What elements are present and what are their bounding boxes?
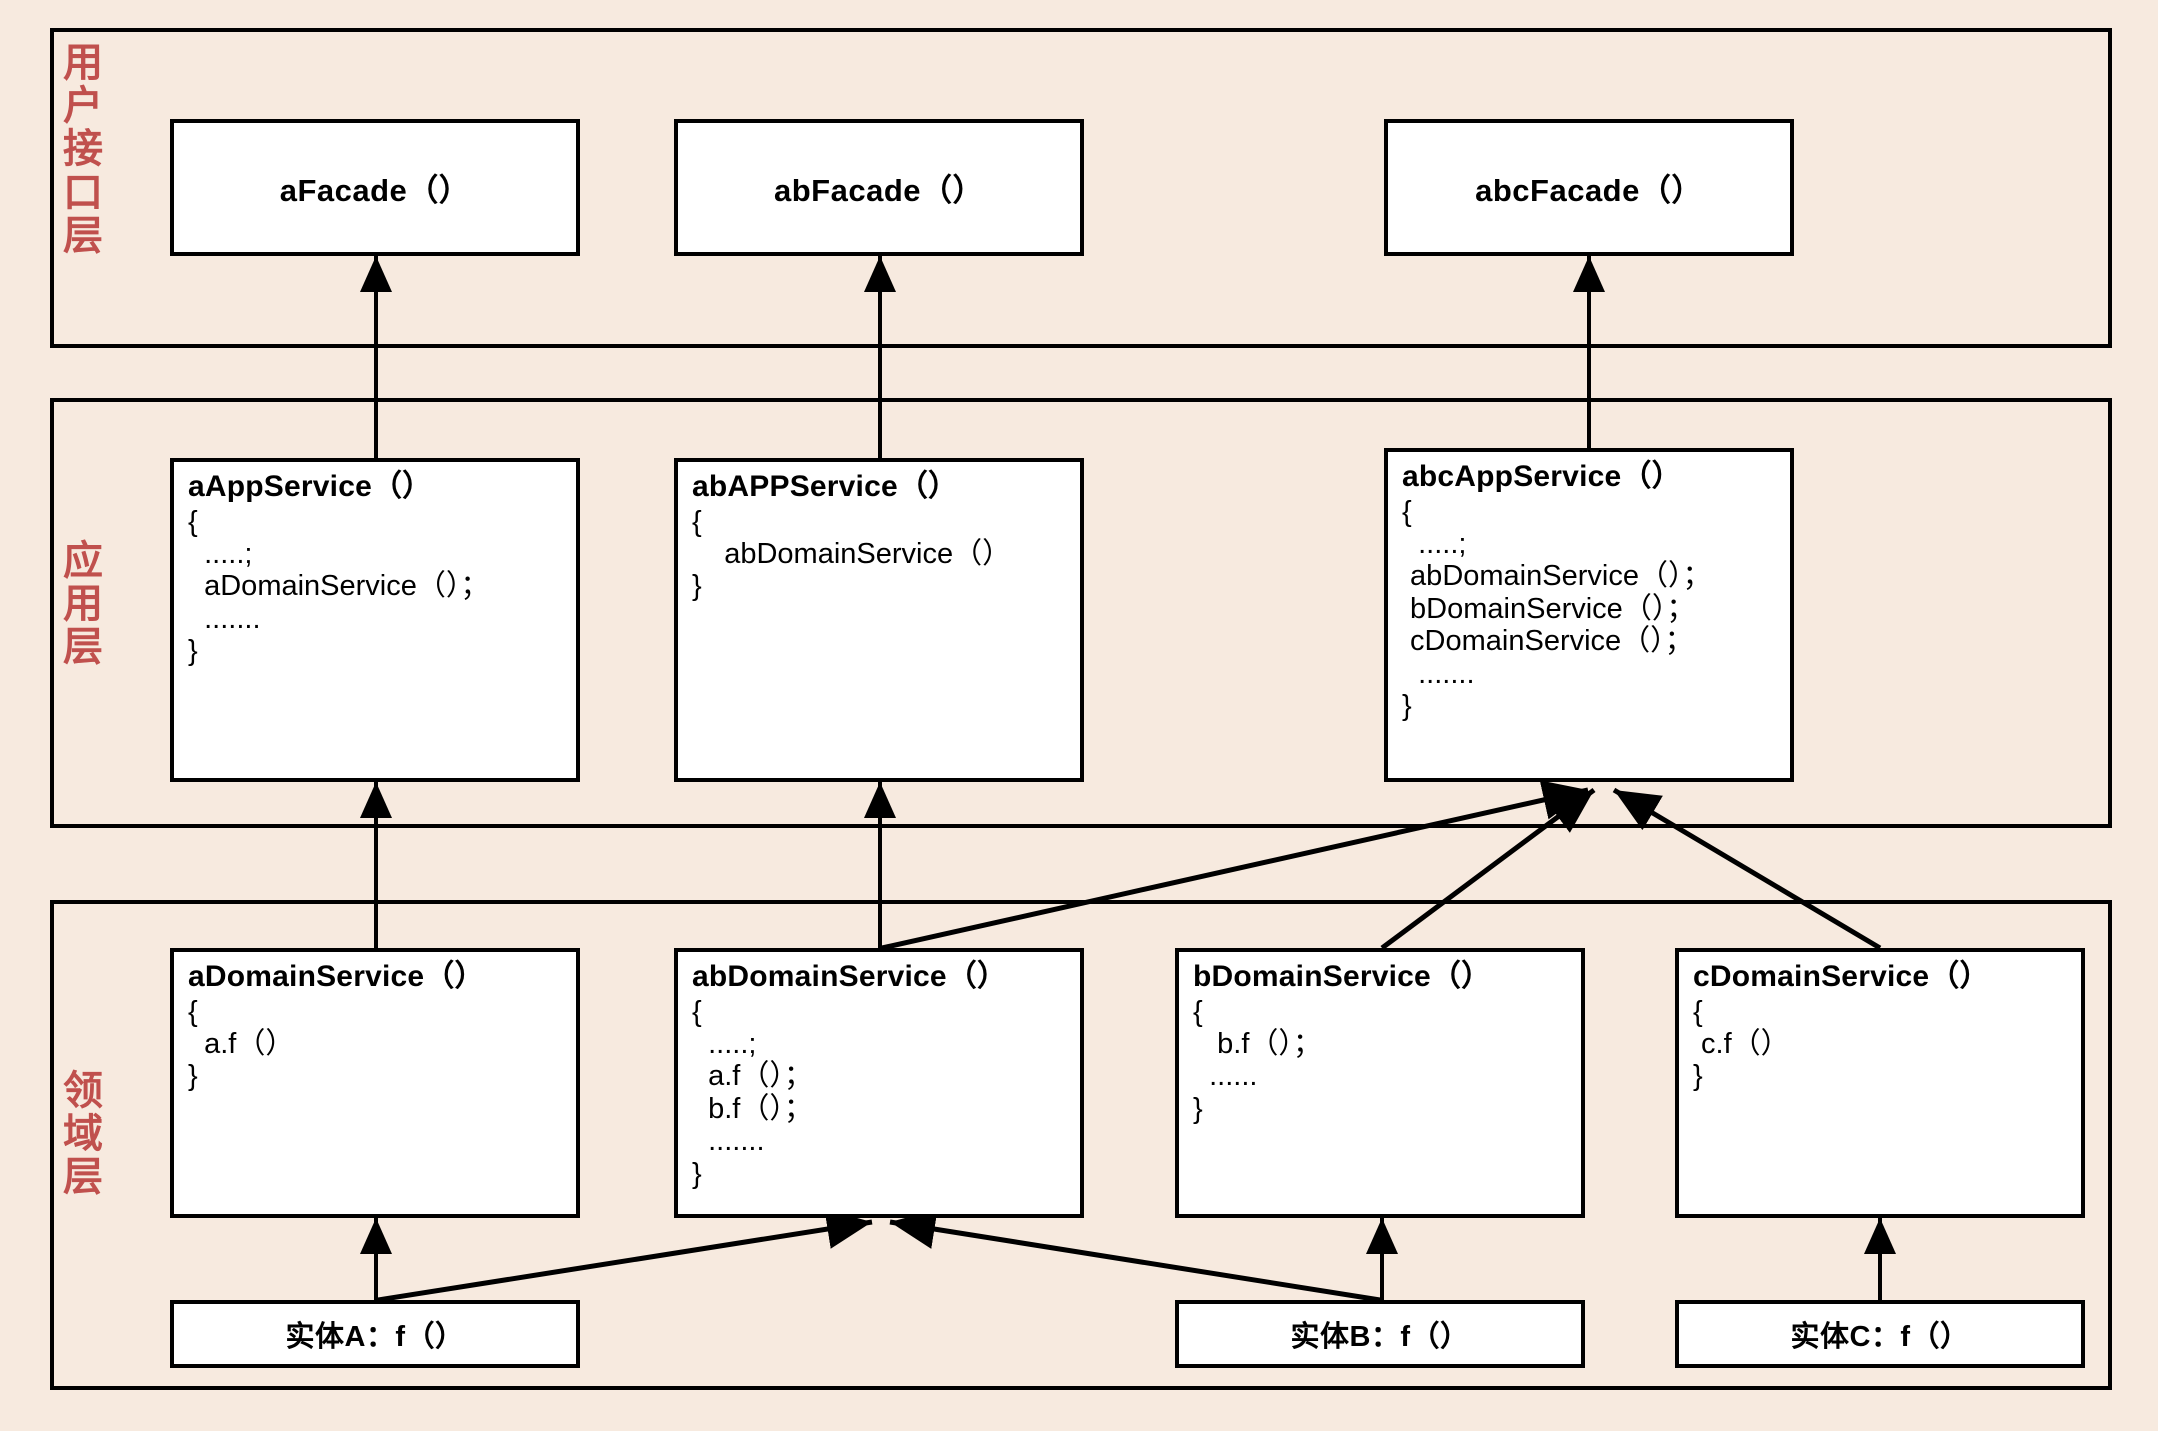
node-cDomainService[interactable]: cDomainService（） { c.f（）} <box>1675 948 2085 1218</box>
aAppService-title: aAppService（） <box>188 470 433 503</box>
code-line: abDomainService（） <box>692 537 1012 570</box>
code-line: .....; <box>1402 527 1467 560</box>
node-bDomainService[interactable]: bDomainService（） { b.f（）； ......} <box>1175 948 1585 1218</box>
code-line: { <box>1693 995 1703 1028</box>
cDomainService-body: { c.f（）} <box>1693 996 2069 1093</box>
node-aDomainService[interactable]: aDomainService（） { a.f（）} <box>170 948 580 1218</box>
code-line: ....... <box>188 602 261 635</box>
code-line: { <box>188 505 198 538</box>
code-line: b.f（）； <box>692 1092 813 1125</box>
code-line: } <box>1402 690 1412 723</box>
code-line: } <box>1193 1092 1203 1125</box>
aDomainService-body: { a.f（）} <box>188 996 564 1093</box>
node-abcFacade[interactable]: abcFacade（） <box>1384 119 1794 256</box>
layer-frame-ui <box>50 28 2112 348</box>
code-line: c.f（） <box>1693 1027 1790 1060</box>
code-line: { <box>692 505 702 538</box>
layer-frame-app <box>50 398 2112 828</box>
code-line: bDomainService（）； <box>1402 592 1696 625</box>
bDomainService-body: { b.f（）； ......} <box>1193 996 1569 1126</box>
code-line: } <box>692 1157 702 1190</box>
node-entityC[interactable]: 实体C：f（） <box>1675 1300 2085 1368</box>
entityC-title: 实体C：f（） <box>1790 1321 1970 1353</box>
code-line: .....; <box>188 537 253 570</box>
abcAppService-body: { .....; abDomainService（）； bDomainServi… <box>1402 496 1778 723</box>
node-abFacade[interactable]: abFacade（） <box>674 119 1084 256</box>
node-aAppService[interactable]: aAppService（） { .....; aDomainService（）；… <box>170 458 580 782</box>
aFacade-title: aFacade（） <box>279 173 471 208</box>
entityA-title: 实体A：f（） <box>285 1321 465 1353</box>
abcFacade-title: abcFacade（） <box>1475 173 1703 208</box>
node-entityA[interactable]: 实体A：f（） <box>170 1300 580 1368</box>
layer-label-ui: 用户接口层 <box>63 41 103 258</box>
layer-label-domain: 领域层 <box>63 1069 103 1200</box>
aAppService-body: { .....; aDomainService（）； .......} <box>188 506 564 668</box>
node-aFacade[interactable]: aFacade（） <box>170 119 580 256</box>
code-line: } <box>692 570 702 603</box>
abDomainService-title: abDomainService（） <box>692 960 1008 993</box>
node-entityB[interactable]: 实体B：f（） <box>1175 1300 1585 1368</box>
code-line: { <box>188 995 198 1028</box>
layer-label-app: 应用层 <box>63 539 103 670</box>
aDomainService-title: aDomainService（） <box>188 960 485 993</box>
abAppService-title: abAPPService（） <box>692 470 959 503</box>
abFacade-title: abFacade（） <box>773 173 984 208</box>
node-abAppService[interactable]: abAPPService（） { abDomainService（）} <box>674 458 1084 782</box>
code-line: aDomainService（）； <box>188 570 490 603</box>
code-line: { <box>1402 495 1412 528</box>
code-line: } <box>1693 1060 1703 1093</box>
entityB-title: 实体B：f（） <box>1290 1321 1470 1353</box>
code-line: { <box>1193 995 1203 1028</box>
code-line: .....; <box>692 1027 757 1060</box>
code-line: a.f（）； <box>692 1060 813 1093</box>
bDomainService-title: bDomainService（） <box>1193 960 1492 993</box>
code-line: cDomainService（）； <box>1402 625 1694 658</box>
abDomainService-body: { .....; a.f（）； b.f（）； .......} <box>692 996 1068 1191</box>
abcAppService-title: abcAppService（） <box>1402 460 1682 493</box>
cDomainService-title: cDomainService（） <box>1693 960 1990 993</box>
code-line: } <box>188 635 198 668</box>
code-line: b.f（）； <box>1193 1027 1322 1060</box>
code-line: { <box>692 995 702 1028</box>
layer-frame-domain <box>50 900 2112 1390</box>
code-line: ....... <box>692 1125 765 1158</box>
node-abDomainService[interactable]: abDomainService（） { .....; a.f（）； b.f（）；… <box>674 948 1084 1218</box>
code-line: a.f（） <box>188 1027 295 1060</box>
code-line: } <box>188 1060 198 1093</box>
node-abcAppService[interactable]: abcAppService（） { .....; abDomainService… <box>1384 448 1794 782</box>
code-line: abDomainService（）； <box>1402 560 1712 593</box>
code-line: ...... <box>1193 1060 1258 1093</box>
abAppService-body: { abDomainService（）} <box>692 506 1068 603</box>
code-line: ....... <box>1402 657 1475 690</box>
